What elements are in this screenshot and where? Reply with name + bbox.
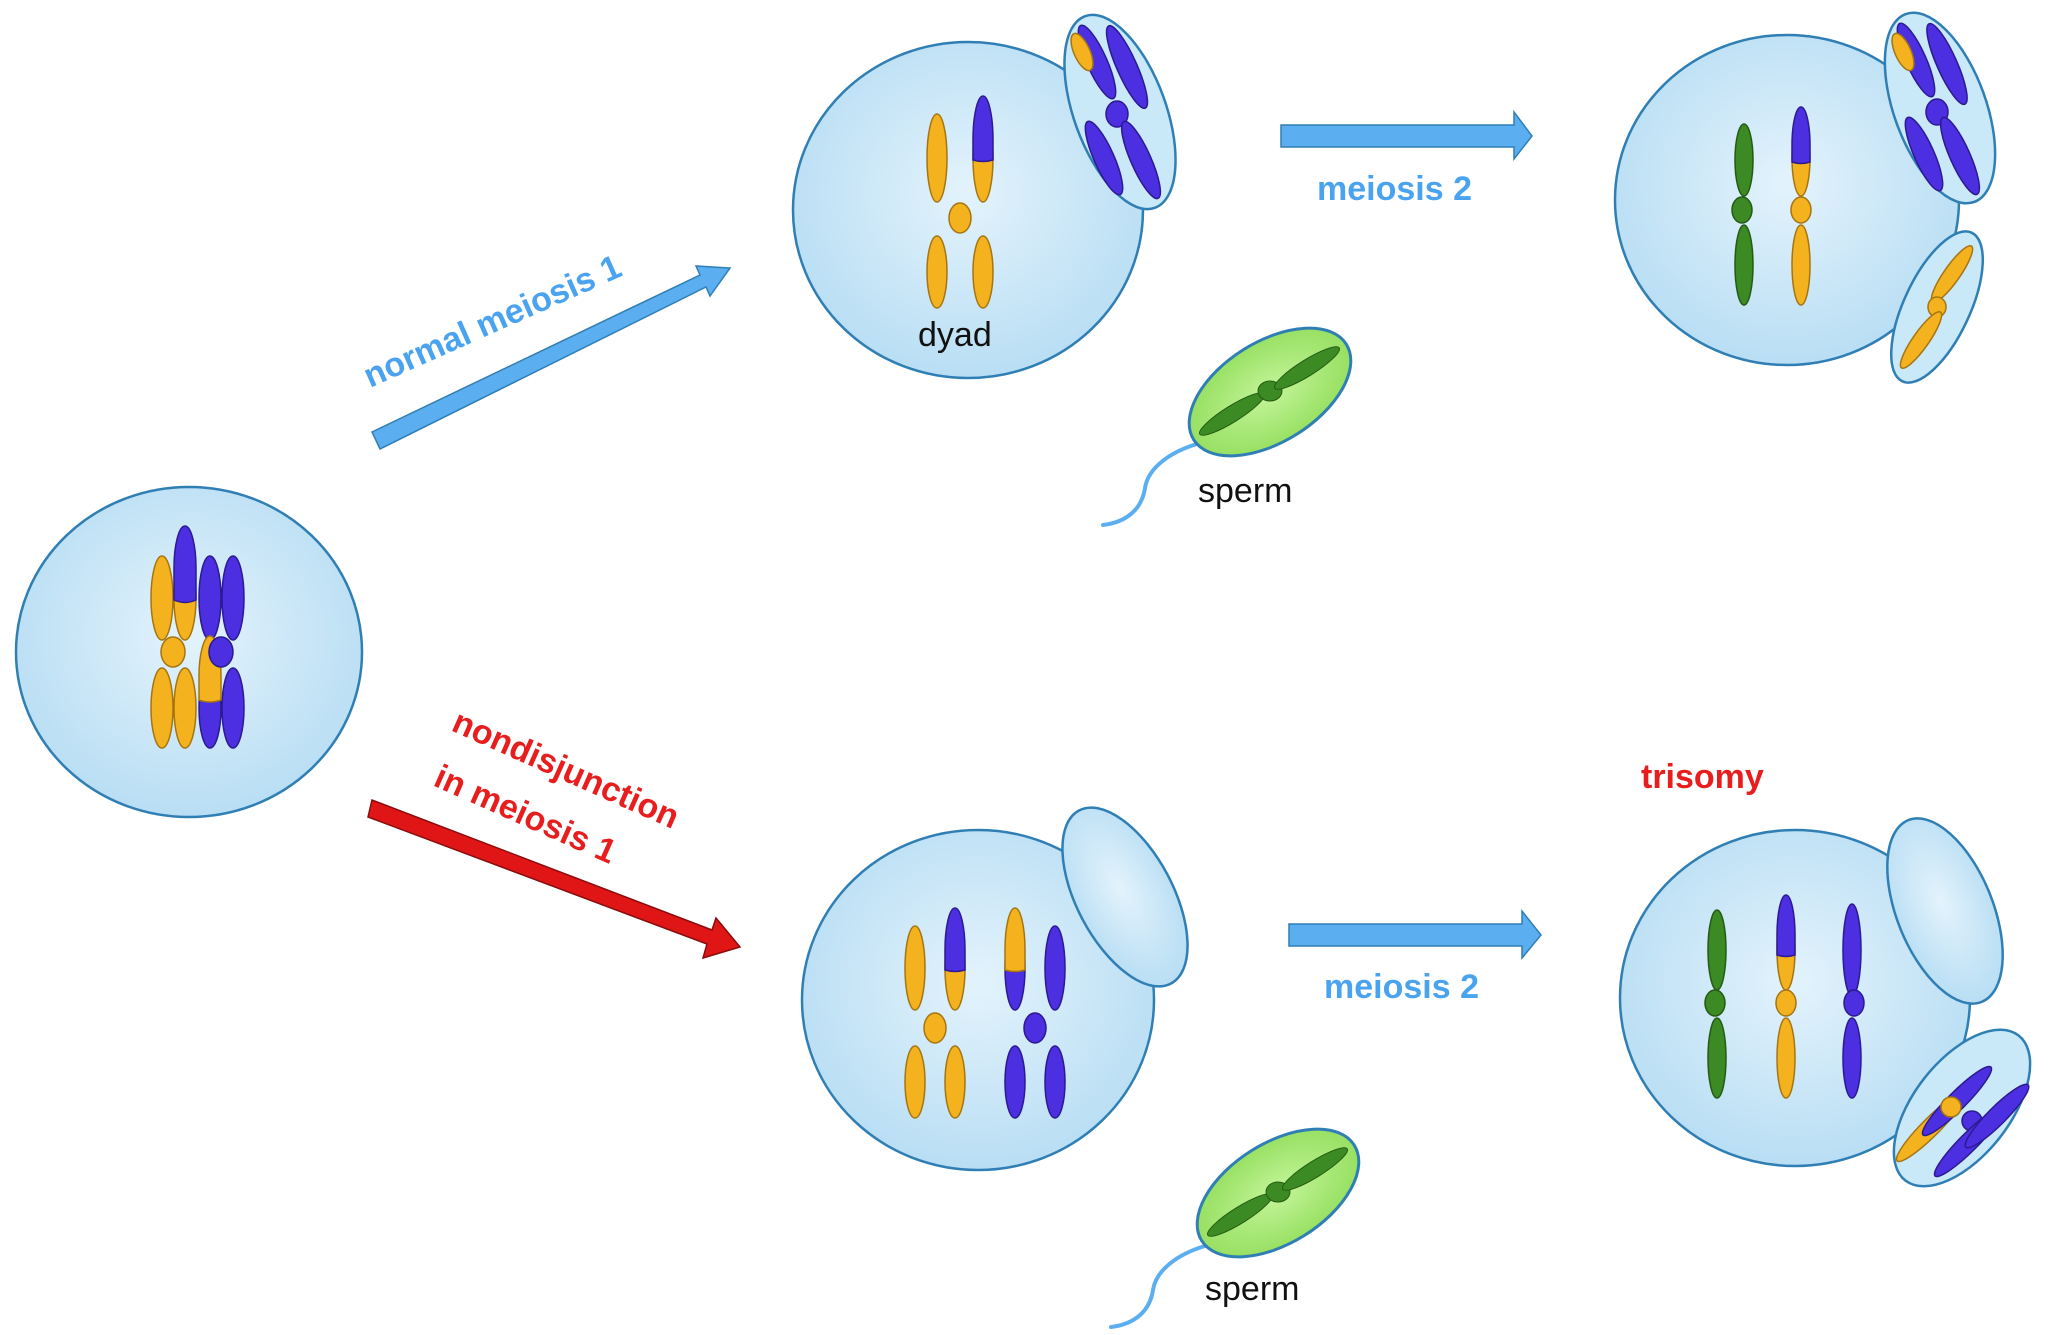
polar-body-1-retained (1883, 11, 1997, 205)
sperm-bottom (1109, 1127, 1361, 1329)
label-sperm-top: sperm (1198, 472, 1292, 510)
label-dyad: dyad (918, 316, 992, 354)
label-sperm-bottom: sperm (1205, 1270, 1299, 1308)
nondisjunction-oocyte-cell (800, 806, 1189, 1172)
maternal-chromatid-trisomy (1775, 894, 1797, 1099)
paternal-dyad (1004, 907, 1066, 1119)
arrow-nondisjunction-meiosis-1 (367, 798, 742, 960)
polar-body-2 (1889, 230, 1985, 384)
arrow-meiosis-2-bottom (1288, 908, 1542, 961)
paternal-chromatid-trisomy (1704, 909, 1727, 1099)
sperm-top (1101, 326, 1353, 527)
dyad-oocyte-cell: dyad (791, 13, 1177, 380)
extra-chromatid-trisomy (1842, 903, 1865, 1099)
paternal-chromatid-normal (1731, 123, 1754, 306)
maternal-dyad (904, 907, 966, 1119)
polar-body-2-trisomy (1892, 1028, 2032, 1188)
arrow-meiosis-2-top (1280, 109, 1533, 162)
label-meiosis-2-bottom: meiosis 2 (1324, 968, 1479, 1006)
label-normal-meiosis-1: normal meiosis 1 (358, 248, 627, 396)
label-meiosis-2-top: meiosis 2 (1317, 170, 1472, 208)
polar-body-1 (1063, 13, 1177, 211)
trisomy-zygote-cell (1618, 817, 2032, 1188)
homologous-pair-tetrad (150, 525, 245, 749)
label-trisomy: trisomy (1641, 758, 1764, 796)
normal-zygote-cell (1613, 11, 1997, 384)
dyad-chromosome (926, 95, 994, 309)
empty-polar-body-1-retained (1886, 817, 2004, 1005)
arrow-normal-meiosis-1 (371, 265, 732, 451)
empty-polar-body-1 (1061, 806, 1189, 988)
maternal-chromatid-normal (1790, 106, 1812, 306)
initial-cell (14, 485, 364, 819)
